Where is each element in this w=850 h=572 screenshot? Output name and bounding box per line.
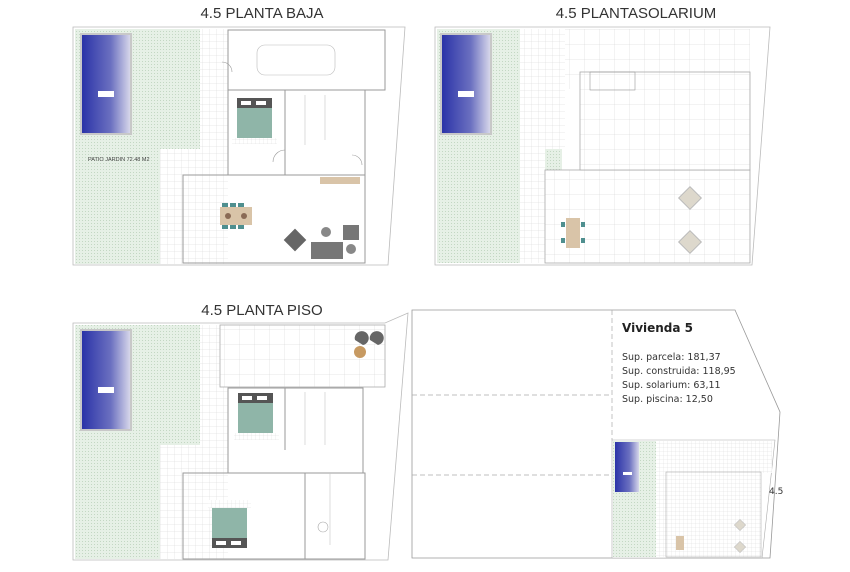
living-kitchen <box>182 174 366 264</box>
plan-solarium: 4.5 PLANTASOLARIUM <box>434 5 771 266</box>
plan-title: 4.5 PLANTA PISO <box>201 302 322 319</box>
patio-label: PATIO JARDIN 72.48 M2 <box>88 157 150 163</box>
built-area: Sup. construida: 118,95 <box>622 366 736 377</box>
swimming-pool <box>82 331 130 429</box>
swimming-pool <box>615 442 639 492</box>
plan-title: 4.5 PLANTA BAJA <box>200 5 323 22</box>
dimension-label: 4.5 <box>769 487 783 497</box>
swimming-pool <box>442 35 490 133</box>
pool-area: Sup. piscina: 12,50 <box>622 394 713 405</box>
dining-table <box>220 207 252 225</box>
plan-title: 4.5 PLANTASOLARIUM <box>556 5 717 22</box>
lounger <box>677 229 703 255</box>
plan-first-floor: 4.5 PLANTA PISO <box>72 302 409 561</box>
swimming-pool <box>82 35 130 133</box>
site-plan: Vivienda 5 Sup. parcela: 181,37 Sup. con… <box>411 309 783 559</box>
car-icon <box>256 44 336 76</box>
housing-title: Vivienda 5 <box>622 321 693 335</box>
plan-ground-floor: 4.5 PLANTA BAJA PATIO JARDIN 72.48 M2 <box>72 5 406 266</box>
dining-table <box>566 218 580 248</box>
plot-area: Sup. parcela: 181,37 <box>622 352 721 363</box>
lounger <box>677 185 703 211</box>
solarium-area: Sup. solarium: 63,11 <box>622 380 721 391</box>
